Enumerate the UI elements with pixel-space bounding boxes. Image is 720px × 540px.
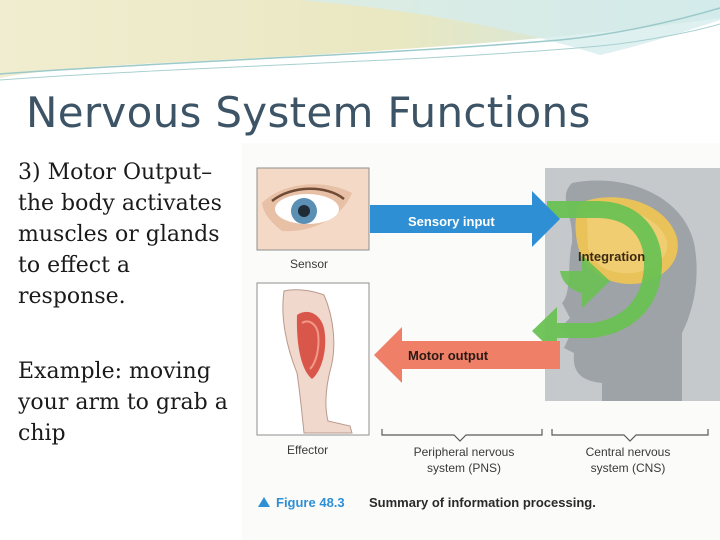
body-paragraph-example: Example: moving your arm to grab a chip bbox=[18, 356, 243, 449]
sensory-input-label: Sensory input bbox=[408, 214, 495, 229]
pns-brace bbox=[381, 429, 543, 442]
body-line: your arm to grab a bbox=[18, 390, 228, 415]
cns-label-line2: system (CNS) bbox=[591, 461, 666, 475]
body-line: response. bbox=[18, 284, 126, 309]
effector-label: Effector bbox=[287, 443, 328, 457]
body-line: 3) Motor Output– bbox=[18, 160, 213, 185]
header-swoosh-decoration bbox=[0, 0, 720, 81]
leg-effector-image bbox=[256, 282, 370, 436]
slide-title: Nervous System Functions bbox=[26, 88, 591, 137]
caption-text: Summary of information processing. bbox=[369, 495, 596, 510]
body-paragraph-motor-output: 3) Motor Output– the body activates musc… bbox=[18, 157, 243, 312]
motor-output-label: Motor output bbox=[408, 348, 489, 363]
cns-brace bbox=[551, 429, 709, 442]
eye-sensor-image bbox=[256, 167, 370, 251]
caption-triangle-icon bbox=[258, 497, 270, 507]
pns-label-line2: system (PNS) bbox=[427, 461, 501, 475]
body-line: Example: moving bbox=[18, 359, 211, 384]
sensor-label: Sensor bbox=[290, 257, 328, 271]
sensory-input-arrow bbox=[370, 191, 560, 247]
body-line: chip bbox=[18, 421, 66, 446]
information-processing-figure: Sensory input Integration Motor output S… bbox=[242, 143, 720, 540]
integration-loop-arrow bbox=[532, 201, 662, 355]
body-line: the body activates bbox=[18, 191, 222, 216]
motor-output-arrow bbox=[374, 327, 560, 383]
integration-label: Integration bbox=[578, 249, 645, 264]
body-line: muscles or glands bbox=[18, 222, 220, 247]
pns-label-line1: Peripheral nervous bbox=[414, 445, 515, 459]
cns-label-line1: Central nervous bbox=[586, 445, 671, 459]
caption-figure-number: Figure 48.3 bbox=[276, 495, 345, 510]
body-line: to effect a bbox=[18, 253, 131, 278]
head-silhouette-image bbox=[545, 168, 720, 401]
